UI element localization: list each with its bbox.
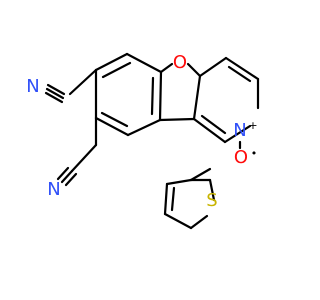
bond [94, 52, 129, 72]
bond [101, 61, 132, 79]
bond-lines [44, 52, 260, 230]
bond [45, 87, 65, 100]
bond [150, 76, 155, 116]
bond [170, 186, 176, 212]
molecule-canvas: O N + O • S N N [26, 52, 260, 230]
oxygen-ring-label: O [173, 52, 187, 73]
bond [158, 117, 196, 122]
nitrogen-charge-label: + [248, 119, 257, 132]
nitrile-nitrogen-bottom-label: N [47, 179, 60, 200]
bond [125, 52, 163, 74]
bond [227, 65, 252, 83]
oxygen-charge-label: • [251, 147, 258, 160]
bond [56, 166, 70, 181]
bond [186, 62, 202, 78]
bond [189, 167, 212, 182]
bond [60, 169, 74, 184]
oxide-oxygen-label: O [234, 147, 248, 168]
bond [94, 116, 130, 137]
bond [46, 83, 66, 96]
bond [223, 124, 252, 144]
bond [64, 172, 78, 187]
bond [126, 118, 162, 137]
bond [159, 62, 174, 74]
bond [189, 214, 209, 230]
bond [208, 178, 216, 202]
bond [192, 117, 227, 144]
bond [158, 70, 163, 122]
bond [163, 182, 169, 216]
bond [68, 68, 98, 96]
bond [163, 212, 193, 230]
nitrile-nitrogen-top-label: N [26, 76, 39, 97]
bond [70, 143, 98, 173]
bond [224, 56, 260, 81]
bond [100, 111, 129, 128]
sulfur-label: S [206, 190, 217, 211]
pyridine-nitrogen-label: N [233, 120, 246, 141]
bond [200, 114, 227, 135]
bond [198, 56, 228, 78]
molecule-structure: O N + O • S N N [26, 52, 260, 230]
bond [165, 178, 193, 186]
bond [44, 91, 64, 104]
bond [192, 74, 202, 121]
